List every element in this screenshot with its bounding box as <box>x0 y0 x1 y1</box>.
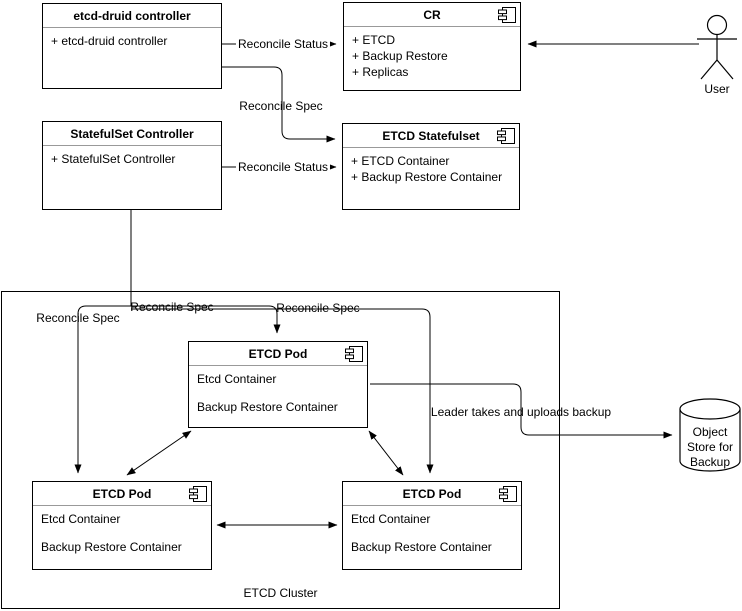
statefulset-controller-node: StatefulSet Controller + StatefulSet Con… <box>42 121 222 210</box>
etcd-pod-left-node: ETCD Pod Etcd Container Backup Restore C… <box>32 481 212 570</box>
etcd-pod-left-item: Backup Restore Container <box>41 540 182 554</box>
etcd-pod-center-title: ETCD Pod <box>189 342 367 366</box>
etcd-statefulset-node: ETCD Statefulset + ETCD Container + Back… <box>342 123 520 210</box>
user-actor-icon <box>697 14 737 80</box>
object-store-label: Object Store for Backup <box>686 425 734 469</box>
etcd-statefulset-item: + Backup Restore Container <box>351 170 503 184</box>
etcd-pod-center-item: Backup Restore Container <box>197 400 338 414</box>
etcd-pod-left-title: ETCD Pod <box>33 482 211 506</box>
edge-label-reconcile-spec-left: Reconcile Spec <box>36 311 120 325</box>
component-icon <box>498 7 516 23</box>
user-actor-label: User <box>704 82 730 96</box>
cr-item: + Backup Restore <box>352 49 448 63</box>
edge-label-leader-backup: Leader takes and uploads backup <box>430 405 612 419</box>
etcd-cluster-label: ETCD Cluster <box>243 586 318 600</box>
etcd-pod-right-item: Etcd Container <box>351 512 431 526</box>
edge-label-reconcile-status-mid: Reconcile Status <box>235 160 331 174</box>
etcd-druid-controller-node: etcd-druid controller + etcd-druid contr… <box>42 3 222 89</box>
etcd-statefulset-item: + ETCD Container <box>351 154 450 168</box>
etcd-pod-center-node: ETCD Pod Etcd Container Backup Restore C… <box>188 341 368 428</box>
component-icon <box>499 486 517 502</box>
etcd-druid-controller-item: + etcd-druid controller <box>51 34 168 48</box>
cr-item: + ETCD <box>352 33 396 47</box>
component-icon <box>497 128 515 144</box>
edge-label-reconcile-status-top: Reconcile Status <box>235 37 331 51</box>
cr-title: CR <box>344 3 520 27</box>
statefulset-controller-title: StatefulSet Controller <box>43 122 221 146</box>
cr-item: + Replicas <box>352 65 409 79</box>
etcd-statefulset-title: ETCD Statefulset <box>343 124 519 148</box>
edge-label-reconcile-spec-right: Reconcile Spec <box>276 301 360 315</box>
etcd-pod-left-item: Etcd Container <box>41 512 121 526</box>
etcd-pod-right-node: ETCD Pod Etcd Container Backup Restore C… <box>342 481 522 570</box>
component-icon <box>189 486 207 502</box>
cr-node: CR + ETCD + Backup Restore + Replicas <box>343 2 521 91</box>
edge-label-reconcile-spec-center: Reconcile Spec <box>130 300 214 314</box>
etcd-pod-right-title: ETCD Pod <box>343 482 521 506</box>
statefulset-controller-item: + StatefulSet Controller <box>51 152 176 166</box>
component-icon <box>345 346 363 362</box>
edge-label-reconcile-spec-top: Reconcile Spec <box>239 99 323 113</box>
etcd-pod-center-item: Etcd Container <box>197 372 277 386</box>
etcd-druid-controller-title: etcd-druid controller <box>43 4 221 28</box>
etcd-pod-right-item: Backup Restore Container <box>351 540 492 554</box>
